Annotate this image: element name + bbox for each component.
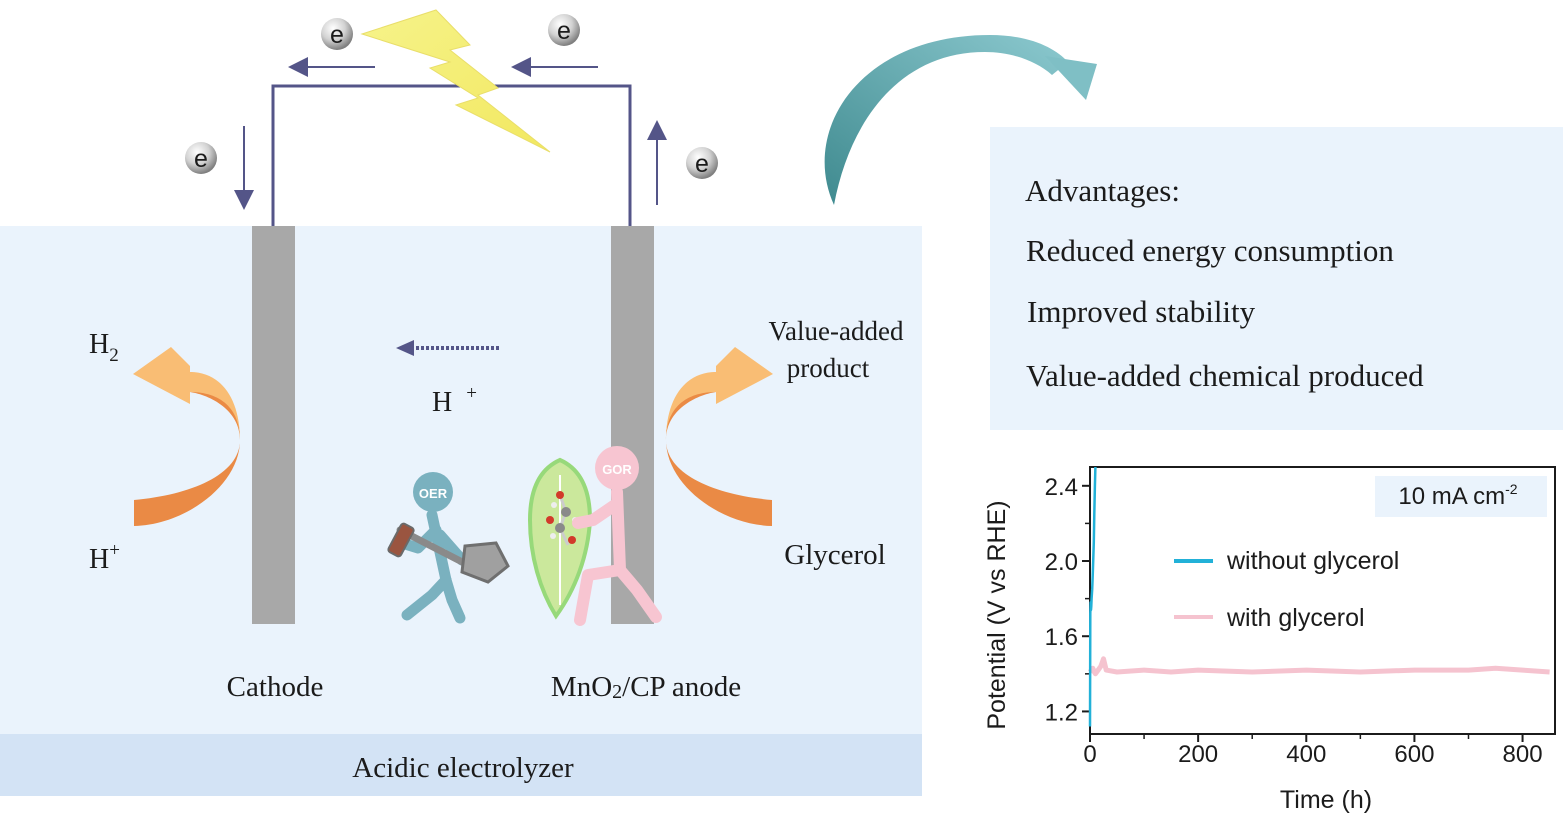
electrolyte-region [0,226,922,734]
electron-ball-3: e [185,142,217,174]
current-density-annotation-box [1375,476,1547,517]
y-tick-label: 1.2 [1045,699,1078,726]
hplus-label: H+ [89,540,120,575]
y-axis-title: Potential (V vs RHE) [983,500,1011,729]
advantages-heading: Advantages: [1025,173,1180,208]
anode-label: MnO2/CP anode [551,671,741,703]
proton-migration-arrow [396,340,499,356]
electrolyzer-label: Acidic electrolyzer [352,752,574,784]
current-density-annotation: 10 mA cm-2 [1398,481,1517,510]
y-tick-label: 2.0 [1045,549,1078,576]
advantage-item-chemical: Value-added chemical produced [1026,358,1424,393]
x-tick-label: 200 [1178,741,1218,768]
series-line-with-glycerol [1087,656,1550,677]
advantages-panel: Advantages: Reduced energy consumption I… [990,127,1563,430]
advantage-item-energy: Reduced energy consumption [1026,233,1394,268]
anode-reaction-arrow [666,347,773,526]
proton-label: H+ [432,383,477,418]
series-line-without-glycerol [1088,466,1097,727]
lightning-bolt-icon [360,9,551,153]
external-circuit-wire [271,84,632,226]
electron-ball-4: e [686,147,718,179]
electron-symbol: e [330,21,344,49]
electron-symbol: e [695,150,709,178]
gor-head [595,446,639,490]
x-axis-title: Time (h) [1280,786,1372,814]
x-tick-label: 0 [1083,741,1096,768]
shield-icon [527,457,593,620]
advantage-item-stability: Improved stability [1027,294,1256,329]
gor-figure [572,486,662,626]
gor-label: GOR [602,462,632,477]
electron-symbol: e [557,17,571,45]
x-tick-label: 400 [1286,741,1326,768]
plot-frame [1089,466,1556,735]
stability-chart: 10 mA cm-2 0 200 400 600 800 1.2 1.6 2.0 2.4 Tim… [983,466,1556,814]
electrolyzer-bar [0,734,922,796]
cathode-label: Cathode [227,671,324,703]
series-layer [1087,466,1550,727]
h2-label: H2 [89,329,119,366]
cathode-electrode [252,226,295,624]
glycerol-molecule-icon [546,491,578,546]
product-label-line2: product [787,353,870,383]
electron-ball-2: e [548,14,580,46]
glycerol-label: Glycerol [784,539,885,571]
product-label-line1: Value-added [769,316,904,346]
y-tick-label: 1.6 [1045,624,1078,651]
chart-legend: without glycerol with glycerol [1174,547,1399,632]
cathode-reaction-arrow [133,347,240,526]
electron-symbol: e [194,145,208,173]
y-tick-label: 2.4 [1045,474,1078,501]
legend-label-without: without glycerol [1226,547,1399,575]
oer-label: OER [419,486,448,501]
x-tick-label: 600 [1394,741,1434,768]
axis-ticks: 0 200 400 600 800 1.2 1.6 2.0 2.4 [1045,474,1543,768]
curved-pointer-arrow [824,35,1097,205]
legend-label-with: with glycerol [1226,604,1365,632]
x-tick-label: 800 [1503,741,1543,768]
shovel-icon [387,522,510,584]
oer-head [413,472,453,512]
electron-ball-1: e [321,18,353,50]
